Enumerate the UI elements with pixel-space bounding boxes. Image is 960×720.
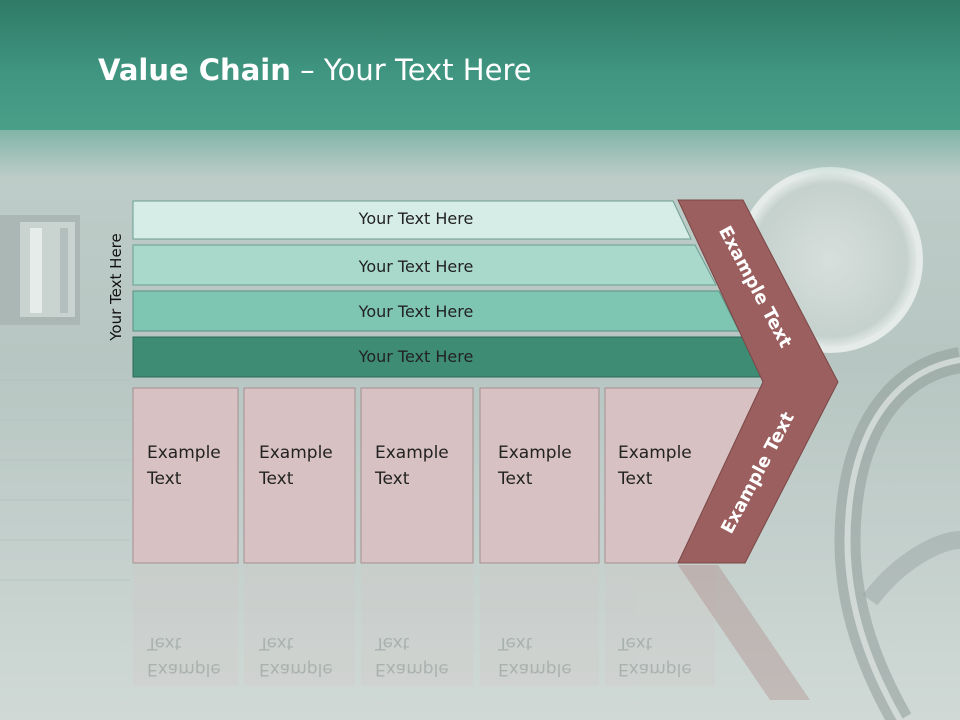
cell-1-reflection-line1: Example: [147, 659, 221, 679]
cell-2-line1: Example: [259, 443, 333, 463]
cell-4-line2: Text: [498, 469, 533, 489]
cell-3-box: [360, 387, 474, 564]
cell-3-reflection-line1: Example: [375, 659, 449, 679]
cell-5-reflection-line2: Text: [618, 633, 653, 653]
bar-2-label: Your Text Here: [358, 257, 474, 276]
header-band: [0, 0, 960, 130]
cell-1-line2: Text: [147, 469, 182, 489]
cell-4-line1: Example: [498, 443, 572, 463]
title-bold: Value Chain: [98, 53, 291, 87]
bar-3-label: Your Text Here: [358, 302, 474, 321]
cell-4-box: [479, 387, 600, 564]
cell-3-reflection-line2: Text: [375, 633, 410, 653]
cell-2-reflection: Example Text: [259, 630, 359, 682]
page-title: Value Chain – Your Text Here: [98, 53, 532, 87]
cell-2-reflection-line2: Text: [259, 633, 294, 653]
cell-1-line1: Example: [147, 443, 221, 463]
cell-5-reflection-line1: Example: [618, 659, 692, 679]
bar-4-label: Your Text Here: [358, 347, 474, 366]
title-separator: –: [290, 53, 324, 87]
header-fade: [0, 128, 960, 178]
cell-2-line2: Text: [259, 469, 294, 489]
cell-2-reflection-line1: Example: [259, 659, 333, 679]
cell-4-reflection-line2: Text: [498, 633, 533, 653]
cell-5-reflection: Example Text: [618, 630, 718, 682]
cell-5-line1: Example: [618, 443, 692, 463]
cell-1-reflection: Example Text: [147, 630, 247, 682]
title-rest: Your Text Here: [323, 53, 532, 87]
cell-2-box: [243, 387, 356, 564]
cell-3-line1: Example: [375, 443, 449, 463]
cell-4-reflection: Example Text: [498, 630, 598, 682]
cell-3-line2: Text: [375, 469, 410, 489]
chevron-arrow: [677, 199, 839, 564]
cell-1-reflection-line2: Text: [147, 633, 182, 653]
cell-1-box: [132, 387, 239, 564]
bar-2: [132, 244, 717, 286]
cell-4-reflection-line1: Example: [498, 659, 572, 679]
bar-1: [132, 200, 692, 240]
cell-3-reflection: Example Text: [375, 630, 475, 682]
bar-1-label: Your Text Here: [358, 209, 474, 228]
cell-5-line2: Text: [618, 469, 653, 489]
